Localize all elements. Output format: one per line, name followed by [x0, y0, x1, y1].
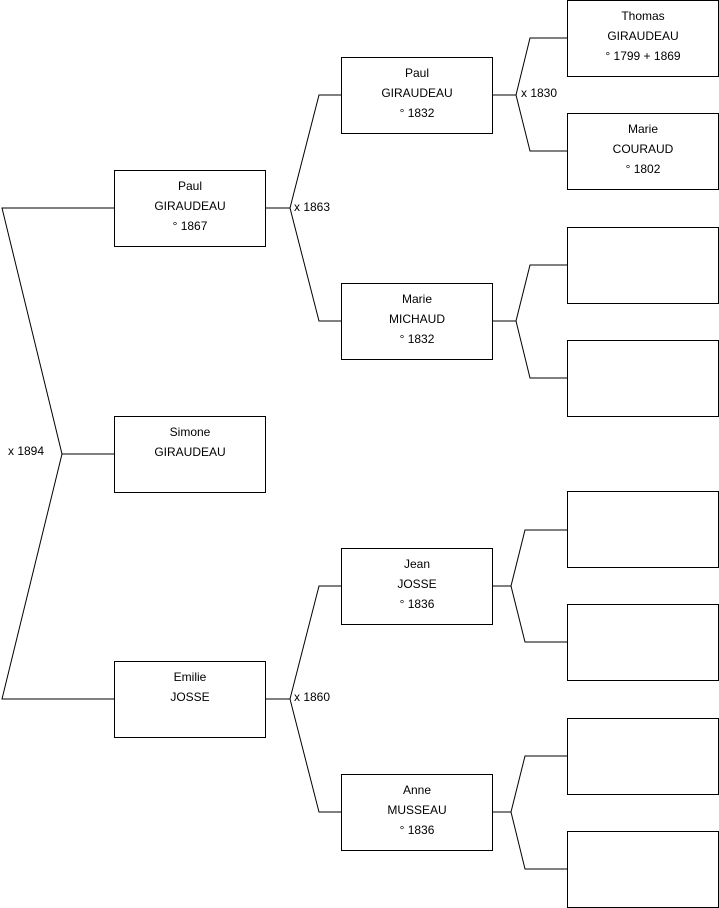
person-dates: ° 1799 + 1869	[605, 49, 681, 63]
marriage-label-paternal-grandparents: x 1830	[521, 86, 558, 100]
marriage-label-paternal: x 1863	[294, 200, 331, 214]
person-box-paternal-grandfather: Paul GIRAUDEAU ° 1832	[341, 57, 493, 134]
person-last-name: COURAUD	[612, 142, 674, 156]
connector-mat-gf	[289, 585, 341, 700]
connector-mat-gm	[289, 698, 341, 813]
person-box-empty	[567, 340, 719, 417]
person-last-name: GIRAUDEAU	[381, 86, 453, 100]
person-box-mother: Emilie JOSSE	[114, 661, 266, 738]
person-first-name: Paul	[177, 179, 203, 193]
person-box-empty	[567, 831, 719, 908]
person-first-name: Anne	[402, 783, 432, 797]
connector-pat-gf	[289, 94, 341, 209]
person-dates: ° 1836	[399, 823, 435, 837]
person-first-name: Paul	[404, 66, 430, 80]
person-box-great-grandmother-1: Marie COURAUD ° 1802	[567, 113, 719, 190]
person-box-maternal-grandmother: Anne MUSSEAU ° 1836	[341, 774, 493, 851]
person-box-empty	[567, 604, 719, 681]
person-last-name: GIRAUDEAU	[607, 29, 679, 43]
person-first-name: Simone	[169, 425, 211, 439]
connector-father	[1, 207, 114, 455]
person-last-name: MUSSEAU	[387, 803, 447, 817]
person-first-name: Emilie	[173, 670, 207, 684]
person-box-empty	[567, 491, 719, 568]
person-first-name: Marie	[627, 122, 658, 136]
person-last-name: JOSSE	[397, 577, 437, 591]
person-first-name: Marie	[401, 292, 432, 306]
person-box-empty	[567, 718, 719, 795]
marriage-label-parents: x 1894	[8, 444, 45, 458]
person-box-paternal-grandmother: Marie MICHAUD ° 1832	[341, 283, 493, 360]
connector-pat-gm	[289, 207, 341, 322]
person-last-name: GIRAUDEAU	[154, 445, 226, 459]
person-box-subject: Simone GIRAUDEAU	[114, 416, 266, 493]
person-dates: ° 1832	[399, 332, 435, 346]
person-dates: ° 1836	[399, 597, 435, 611]
connector-mother	[1, 453, 114, 700]
person-dates: ° 1867	[172, 219, 208, 233]
person-box-father: Paul GIRAUDEAU ° 1867	[114, 170, 266, 247]
person-dates: ° 1832	[399, 106, 435, 120]
person-dates: ° 1802	[625, 162, 661, 176]
person-box-great-grandfather-1: Thomas GIRAUDEAU ° 1799 + 1869	[567, 0, 719, 77]
marriage-label-maternal: x 1860	[294, 690, 331, 704]
person-first-name: Thomas	[621, 9, 665, 23]
person-last-name: MICHAUD	[389, 312, 445, 326]
person-box-empty	[567, 227, 719, 304]
person-last-name: GIRAUDEAU	[154, 199, 226, 213]
person-last-name: JOSSE	[170, 690, 210, 704]
person-first-name: Jean	[403, 557, 431, 571]
person-box-maternal-grandfather: Jean JOSSE ° 1836	[341, 548, 493, 625]
